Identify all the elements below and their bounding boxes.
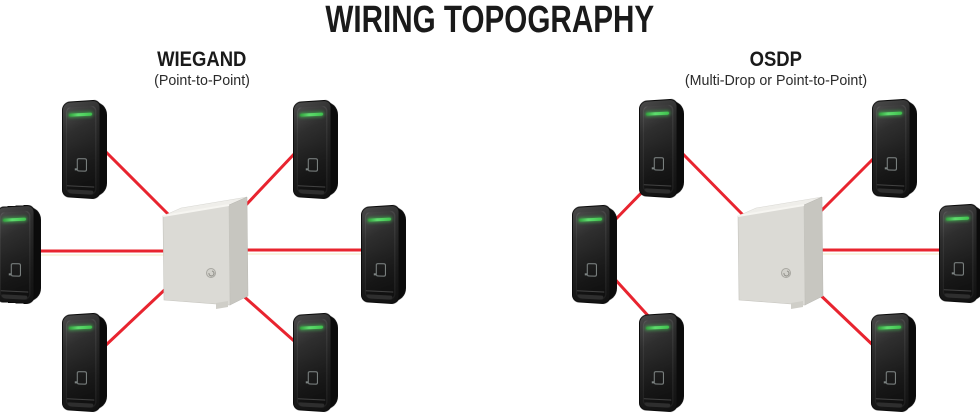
- wiegand-section-subtitle: (Point-to-Point): [154, 72, 250, 89]
- wiegand-reader-mid-left: [0, 200, 43, 307]
- wiegand-reader-bottom-right: [292, 308, 340, 415]
- wiegand-reader-bottom-left: [61, 308, 109, 415]
- reader-front-face: [871, 312, 910, 413]
- card-tap-icon: [885, 371, 896, 385]
- reader-inset-panel: [0, 210, 31, 301]
- panel-bottom-tab: [791, 301, 803, 309]
- reader-front-face: [639, 98, 678, 199]
- osdp-reader-top-left: [638, 94, 686, 201]
- reader-inset-panel: [296, 105, 328, 196]
- card-tap-icon: [886, 157, 897, 171]
- wiegand-reader-top-right: [292, 95, 340, 202]
- wiegand-control-panel: [162, 196, 249, 309]
- osdp-wire-chain-mid-left-to-bottom-left: [610, 274, 654, 322]
- card-tap-icon: [953, 262, 964, 276]
- card-tap-icon: [653, 157, 664, 171]
- card-tap-icon: [307, 158, 318, 172]
- reader-inset-panel: [874, 318, 906, 409]
- wiegand-wire-panel-to-bottom-left: [104, 279, 176, 347]
- wiegand-section-title: WIEGAND: [157, 48, 247, 71]
- wiegand-reader-top-left: [61, 95, 109, 202]
- wiegand-wire-panel-to-top-left: [104, 150, 174, 220]
- card-tap-icon: [76, 371, 87, 385]
- card-tap-icon: [76, 158, 87, 172]
- reader-front-face: [639, 312, 678, 413]
- panel-top-bevel: [162, 204, 230, 217]
- reader-inset-panel: [296, 318, 328, 409]
- reader-front-face: [62, 312, 101, 413]
- osdp-section-subtitle: (Multi-Drop or Point-to-Point): [684, 72, 868, 89]
- osdp-section-title: OSDP: [749, 48, 803, 71]
- panel-front-face: [162, 204, 231, 306]
- panel-side-face: [228, 196, 249, 306]
- osdp-wire-panel-to-top-left: [680, 151, 747, 219]
- wiegand-label-block: WIEGAND (Point-to-Point): [42, 48, 362, 90]
- panel-lock-slot: [208, 270, 215, 277]
- osdp-reader-mid-left: [571, 200, 619, 307]
- card-tap-icon: [307, 371, 318, 385]
- wiegand-wire-panel-to-bottom-right: [239, 291, 303, 350]
- osdp-label-block: OSDP (Multi-Drop or Point-to-Point): [616, 48, 936, 90]
- card-tap-icon: [653, 371, 664, 385]
- reader-inset-panel: [642, 104, 674, 195]
- reader-front-face: [0, 204, 35, 305]
- panel-front-face: [737, 204, 806, 306]
- card-tap-icon: [586, 263, 597, 277]
- reader-inset-panel: [942, 209, 974, 300]
- panel-bottom-tab: [216, 301, 228, 309]
- card-tap-icon: [10, 263, 21, 277]
- reader-front-face: [939, 203, 978, 304]
- reader-inset-panel: [575, 210, 607, 301]
- reader-inset-panel: [642, 318, 674, 409]
- reader-front-face: [572, 204, 611, 305]
- osdp-wire-panel-to-bottom-right: [812, 287, 880, 352]
- reader-inset-panel: [364, 210, 396, 301]
- reader-front-face: [293, 312, 332, 413]
- page-title: WIRING TOPOGRAPHY: [325, 0, 655, 41]
- panel-side-face: [803, 196, 824, 306]
- reader-inset-panel: [65, 105, 97, 196]
- page-title-wrap: WIRING TOPOGRAPHY: [0, 1, 980, 39]
- panel-lock-slot: [783, 270, 790, 277]
- wiegand-reader-mid-right: [360, 200, 408, 307]
- reader-inset-panel: [875, 104, 907, 195]
- osdp-reader-bottom-left: [638, 308, 686, 415]
- reader-front-face: [361, 204, 400, 305]
- card-tap-icon: [375, 263, 386, 277]
- reader-front-face: [62, 99, 101, 200]
- reader-front-face: [872, 98, 911, 199]
- reader-inset-panel: [65, 318, 97, 409]
- osdp-reader-top-right: [871, 94, 919, 201]
- osdp-reader-bottom-right: [870, 308, 918, 415]
- reader-front-face: [293, 99, 332, 200]
- osdp-reader-mid-right: [938, 199, 980, 306]
- panel-top-bevel: [737, 204, 805, 217]
- osdp-control-panel: [737, 196, 824, 309]
